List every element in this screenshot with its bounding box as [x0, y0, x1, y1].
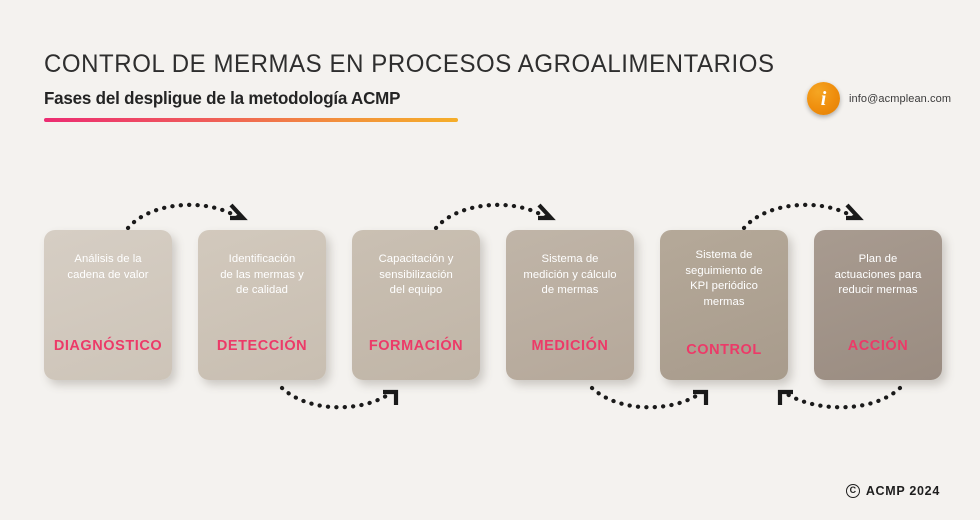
phase-card-label: DETECCIÓN: [216, 338, 308, 354]
copyright-icon: C: [845, 484, 860, 498]
phase-card-row: Análisis de la cadena de valor DIAGNÓSTI…: [44, 230, 942, 380]
phase-card-label: DIAGNÓSTICO: [53, 338, 163, 354]
arrow-bottom-2: [589, 385, 709, 410]
phase-card-description: Identificación de las mermas y de calida…: [220, 253, 304, 296]
copyright-label: ACMP 2024: [865, 484, 940, 498]
phase-card-description: Plan de actuaciones para reducir mermas: [834, 253, 922, 296]
phase-card-label: MEDICIÓN: [531, 338, 609, 354]
arrow-top-2: [433, 202, 556, 231]
header: CONTROL DE MERMAS EN PROCESOS AGROALIMEN…: [44, 50, 805, 122]
phase-card-2[interactable]: Identificación de las mermas y de calida…: [198, 230, 326, 380]
page-title: CONTROL DE MERMAS EN PROCESOS AGROALIMEN…: [44, 50, 775, 78]
phase-card-description: Análisis de la cadena de valor: [67, 253, 149, 281]
phase-card-6[interactable]: Plan de actuaciones para reducir mermas …: [814, 230, 942, 380]
phase-card-5[interactable]: Sistema de seguimiento de KPI periódico …: [660, 230, 788, 380]
phase-card-4[interactable]: Sistema de medición y cálculo de mermas …: [506, 230, 634, 380]
arrow-top-1: [125, 202, 248, 231]
arrow-top-3: [741, 202, 864, 231]
info-icon: i: [807, 82, 840, 115]
contact-badge[interactable]: i info@acmplean.com: [807, 82, 951, 115]
gradient-divider: [44, 118, 458, 122]
phase-card-3[interactable]: Capacitación y sensibilización del equip…: [352, 230, 480, 380]
phase-card-description: Sistema de medición y cálculo de mermas: [523, 253, 617, 296]
contact-email-label: info@acmplean.com: [849, 92, 952, 105]
footer-copyright: C ACMP 2024: [845, 484, 940, 498]
phase-card-1[interactable]: Análisis de la cadena de valor DIAGNÓSTI…: [44, 230, 172, 380]
arrow-bottom-1: [279, 385, 399, 410]
phase-card-description: Capacitación y sensibilización del equip…: [378, 253, 454, 296]
arrow-bottom-3: [777, 385, 903, 410]
phase-card-label: FORMACIÓN: [368, 338, 464, 354]
phase-card-label: ACCIÓN: [847, 338, 909, 354]
phase-card-label: CONTROL: [686, 342, 762, 358]
phase-card-description: Sistema de seguimiento de KPI periódico …: [685, 249, 763, 308]
page-subtitle: Fases del despligue de la metodología AC…: [44, 88, 401, 108]
